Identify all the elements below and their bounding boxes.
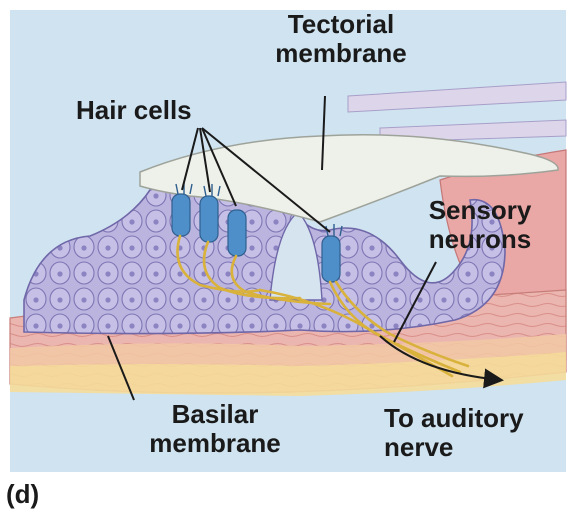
hair-cells-label: Hair cells [76,96,192,125]
basilar-membrane-label: Basilar membrane [132,400,298,458]
sensory-neurons-label: Sensory neurons [410,196,550,254]
panel-letter: (d) [6,480,39,509]
tectorial-membrane-label: Tectorial membrane [266,10,416,68]
auditory-nerve-label: To auditory nerve [384,404,524,462]
